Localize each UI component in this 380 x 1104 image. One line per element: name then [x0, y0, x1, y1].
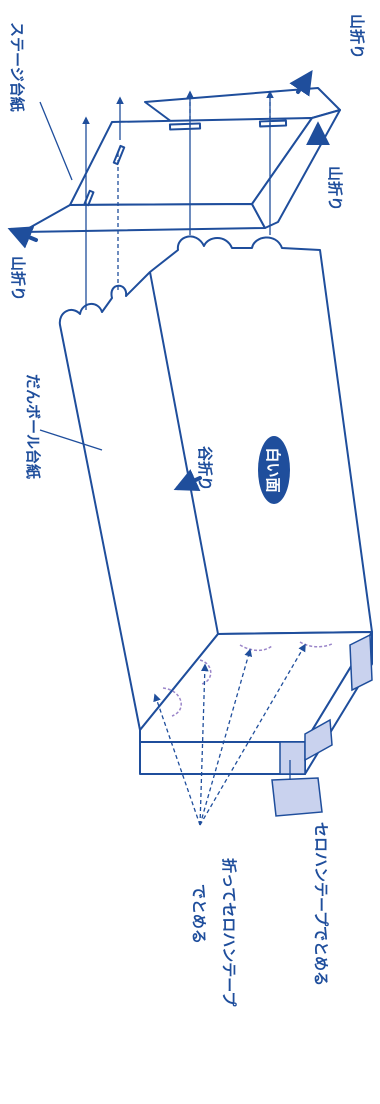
tape-icon — [279, 633, 373, 775]
fold-tape-instruction-line2: でとめる — [190, 884, 208, 944]
tape-instruction-label: セロハンテープでとめる — [312, 822, 330, 986]
valley-fold-label: 谷折り — [196, 446, 214, 491]
mountain-fold-label-left: 山折り — [9, 256, 27, 301]
fold-arrows — [7, 70, 330, 491]
cardboard-label: だんボール台紙 — [24, 374, 42, 479]
mountain-fold-label-top: 山折り — [348, 14, 366, 59]
fold-tape-instruction-line1: 折ってセロハンテープ — [220, 858, 238, 1007]
stage-board — [21, 87, 341, 233]
stage-board-label: ステージ台紙 — [8, 22, 26, 112]
white-side-label: 白い面 — [264, 447, 282, 492]
white-side-badge: 白い面 — [258, 436, 290, 504]
tape-icon — [271, 777, 323, 817]
assembly-arrows — [39, 90, 306, 826]
mountain-fold-label-right: 山折り — [326, 166, 344, 211]
cardboard-box — [58, 235, 373, 775]
